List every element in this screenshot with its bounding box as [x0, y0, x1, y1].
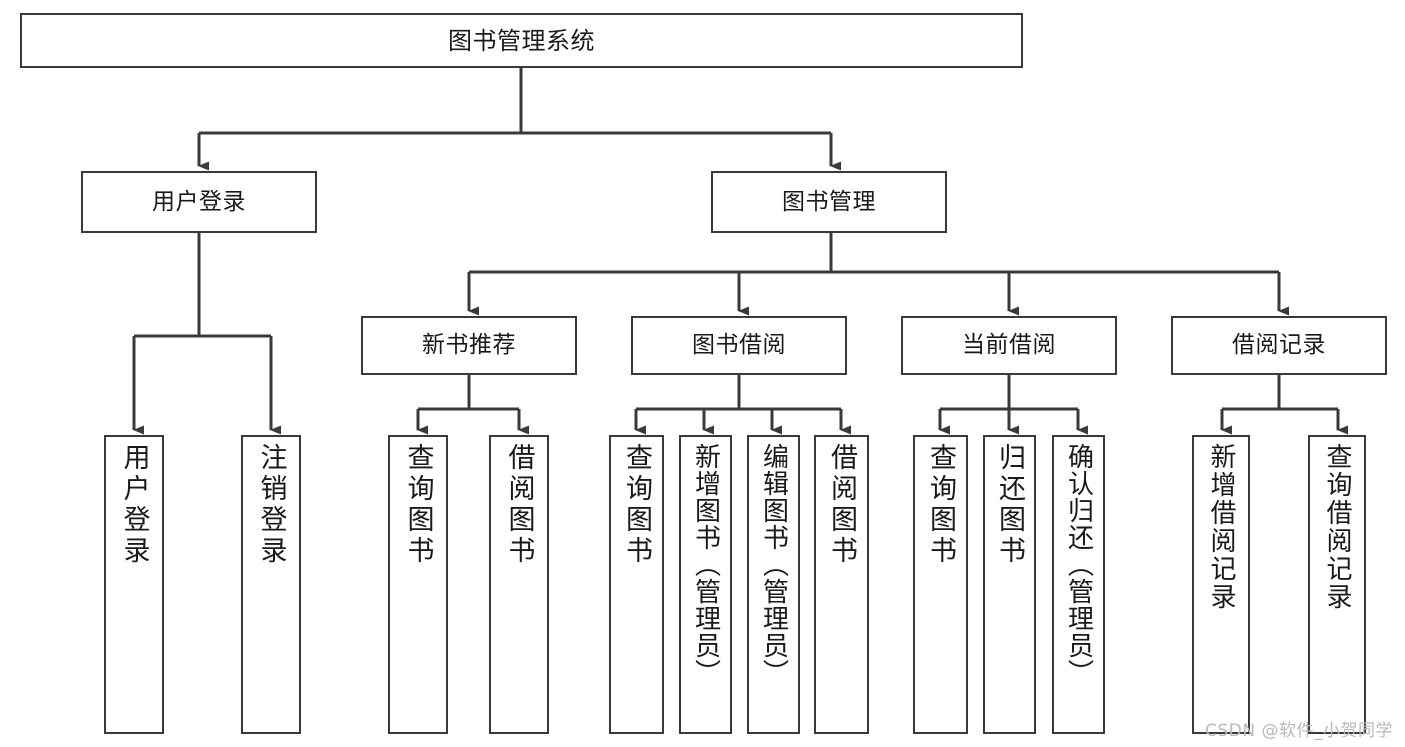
leaf-query-book-recommend[interactable]: 查询图书	[388, 435, 448, 734]
node-label: 查询图书	[402, 443, 434, 567]
leaf-user-login[interactable]: 用户登录	[104, 435, 164, 734]
leaf-query-book-borrow[interactable]: 查询图书	[609, 435, 664, 734]
node-label: 用户登录	[152, 188, 246, 215]
node-label: 编辑图书（管理员）	[758, 443, 789, 686]
leaf-borrow-book-recommend[interactable]: 借阅图书	[489, 435, 549, 734]
node-label: 图书借阅	[692, 332, 786, 358]
leaf-edit-book-admin[interactable]: 编辑图书（管理员）	[747, 435, 800, 734]
node-label: 新增借阅记录	[1206, 443, 1236, 611]
node-label: 用户登录	[118, 443, 150, 567]
node-book-management[interactable]: 图书管理	[711, 171, 947, 233]
node-label: 新书推荐	[422, 332, 516, 358]
leaf-add-book-admin[interactable]: 新增图书（管理员）	[679, 435, 732, 734]
node-label: 借阅图书	[503, 443, 535, 567]
leaf-add-borrow-record[interactable]: 新增借阅记录	[1192, 435, 1250, 734]
node-label: 图书管理	[782, 188, 876, 215]
node-book-borrow[interactable]: 图书借阅	[631, 316, 847, 375]
node-label: 查询图书	[621, 443, 652, 567]
node-new-book-recommend[interactable]: 新书推荐	[361, 316, 577, 375]
node-label: 图书管理系统	[448, 26, 595, 55]
node-label: 归还图书	[994, 443, 1025, 567]
node-label: 确认归还（管理员）	[1063, 443, 1094, 686]
node-label: 当前借阅	[962, 332, 1056, 358]
leaf-user-logout[interactable]: 注销登录	[241, 435, 301, 734]
csdn-watermark: CSDN @软件_小贺同学	[1205, 721, 1393, 741]
node-current-borrow[interactable]: 当前借阅	[901, 316, 1117, 375]
leaf-query-borrow-record[interactable]: 查询借阅记录	[1308, 435, 1366, 734]
leaf-confirm-return-admin[interactable]: 确认归还（管理员）	[1052, 435, 1105, 734]
leaf-borrow-book-borrow[interactable]: 借阅图书	[814, 435, 869, 734]
node-label: 借阅图书	[826, 443, 857, 567]
node-label: 查询借阅记录	[1322, 443, 1352, 611]
node-label: 查询图书	[925, 443, 956, 567]
node-label: 注销登录	[255, 443, 287, 567]
node-label: 借阅记录	[1232, 332, 1326, 358]
leaf-query-book-current[interactable]: 查询图书	[913, 435, 968, 734]
node-label: 新增图书（管理员）	[690, 443, 721, 686]
node-borrow-record[interactable]: 借阅记录	[1171, 316, 1387, 375]
leaf-return-book[interactable]: 归还图书	[983, 435, 1036, 734]
node-user-login[interactable]: 用户登录	[81, 171, 317, 233]
node-root-book-management-system[interactable]: 图书管理系统	[20, 13, 1023, 68]
